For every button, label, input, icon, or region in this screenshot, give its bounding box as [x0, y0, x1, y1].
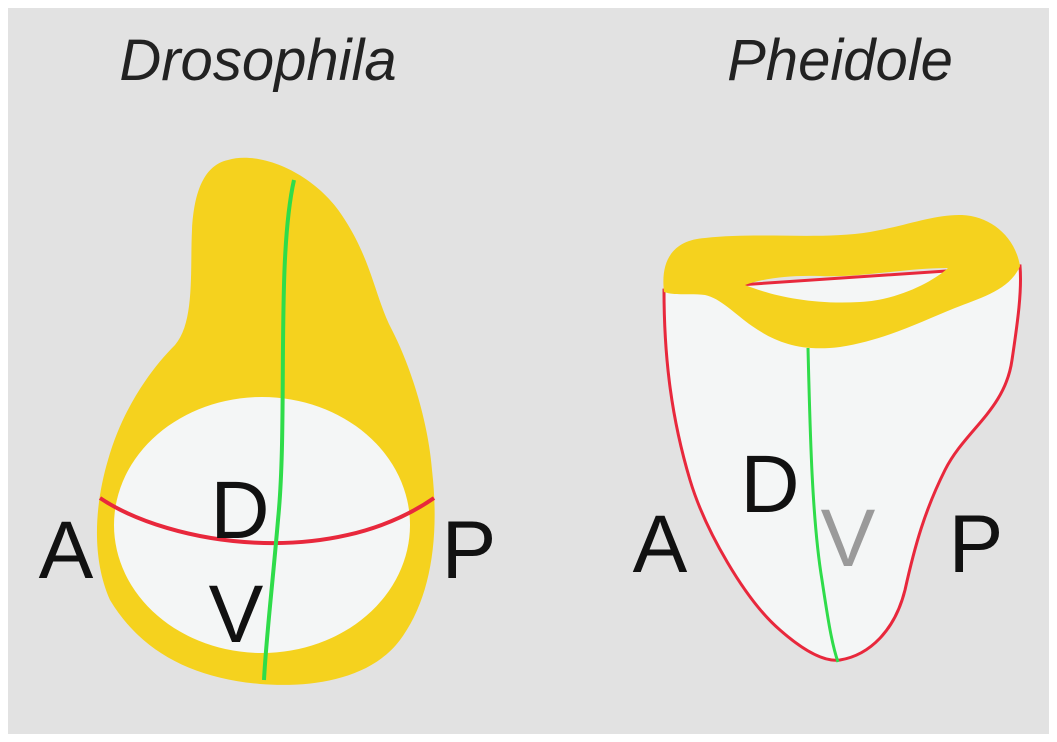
drosophila-label-anterior: A	[39, 505, 94, 596]
drosophila-label-ventral: V	[209, 569, 264, 660]
pheidole-label-anterior: A	[633, 499, 688, 590]
pheidole-title: Pheidole	[727, 28, 953, 93]
pheidole-label-posterior: P	[949, 499, 1004, 590]
pheidole-label-ventral: V	[821, 493, 876, 584]
pheidole-group: Pheidole A P D V	[633, 28, 1021, 662]
drosophila-group: Drosophila A P D V	[39, 28, 497, 685]
drosophila-title: Drosophila	[119, 28, 396, 93]
drosophila-label-posterior: P	[442, 505, 497, 596]
drosophila-label-dorsal: D	[210, 465, 269, 556]
pheidole-label-dorsal: D	[740, 439, 799, 530]
